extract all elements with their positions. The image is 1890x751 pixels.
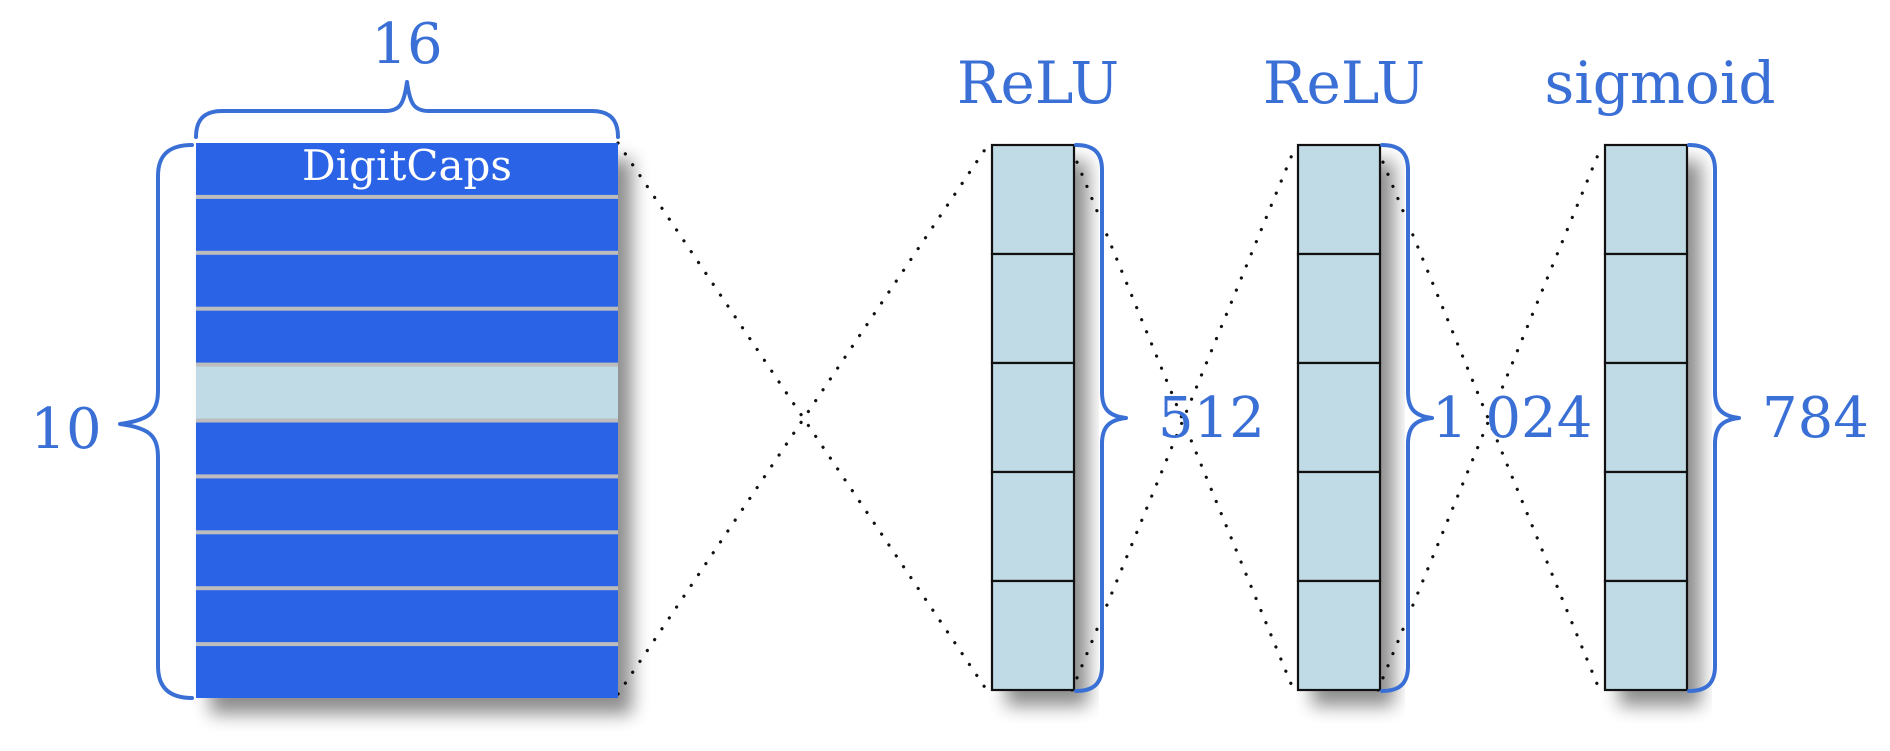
layer-cell: [1603, 579, 1689, 692]
height-brace: [118, 143, 194, 700]
digitcaps-matrix: DigitCaps: [196, 141, 618, 698]
layer-cell: [990, 579, 1076, 692]
digitcaps-row-highlighted: [196, 366, 618, 419]
connector-line: [616, 141, 990, 694]
digitcaps-row: [196, 422, 618, 475]
activation-label: ReLU: [957, 49, 1119, 117]
width-label: 16: [371, 12, 442, 77]
digitcaps-row: [196, 310, 618, 363]
layer-cell: [1296, 252, 1382, 365]
height-label: 10: [30, 397, 101, 462]
digitcaps-title: DigitCaps: [302, 141, 512, 190]
digitcaps-row: [196, 590, 618, 643]
size-label: 784: [1762, 386, 1869, 451]
digitcaps-row: [196, 646, 618, 698]
layer-cell: [1603, 361, 1689, 474]
layer-cells: [1603, 143, 1689, 692]
layer-cell: [990, 143, 1076, 256]
layer-cell: [1296, 361, 1382, 474]
connector-line: [616, 143, 990, 696]
layer-cells: [990, 143, 1076, 692]
layer-cell: [1603, 470, 1689, 583]
digitcaps-row: [196, 534, 618, 587]
width-brace: [194, 80, 620, 139]
size-label: 512: [1158, 386, 1265, 451]
layer-cell: [990, 470, 1076, 583]
layer-cell: [1603, 143, 1689, 256]
digitcaps-row: [196, 143, 618, 195]
size-brace: [1074, 143, 1128, 693]
layer-relu-512: ReLU 512: [957, 49, 1265, 693]
activation-label: ReLU: [1263, 49, 1425, 117]
layer-cells: [1296, 143, 1382, 692]
digitcaps-row: [196, 478, 618, 531]
digitcaps-row: [196, 198, 618, 251]
activation-label: sigmoid: [1544, 49, 1775, 117]
size-brace: [1687, 143, 1741, 693]
layer-cell: [1296, 143, 1382, 256]
layer-relu-1024: ReLU 1 024: [1263, 49, 1592, 693]
layer-cell: [1603, 252, 1689, 365]
layer-cell: [990, 252, 1076, 365]
size-label: 1 024: [1432, 386, 1592, 451]
layer-cell: [1296, 579, 1382, 692]
layer-cell: [990, 361, 1076, 474]
connections: [616, 141, 1602, 696]
digitcaps-row: [196, 254, 618, 307]
size-brace: [1380, 143, 1434, 693]
layer-cell: [1296, 470, 1382, 583]
layer-sigmoid-784: sigmoid 784: [1544, 49, 1869, 693]
